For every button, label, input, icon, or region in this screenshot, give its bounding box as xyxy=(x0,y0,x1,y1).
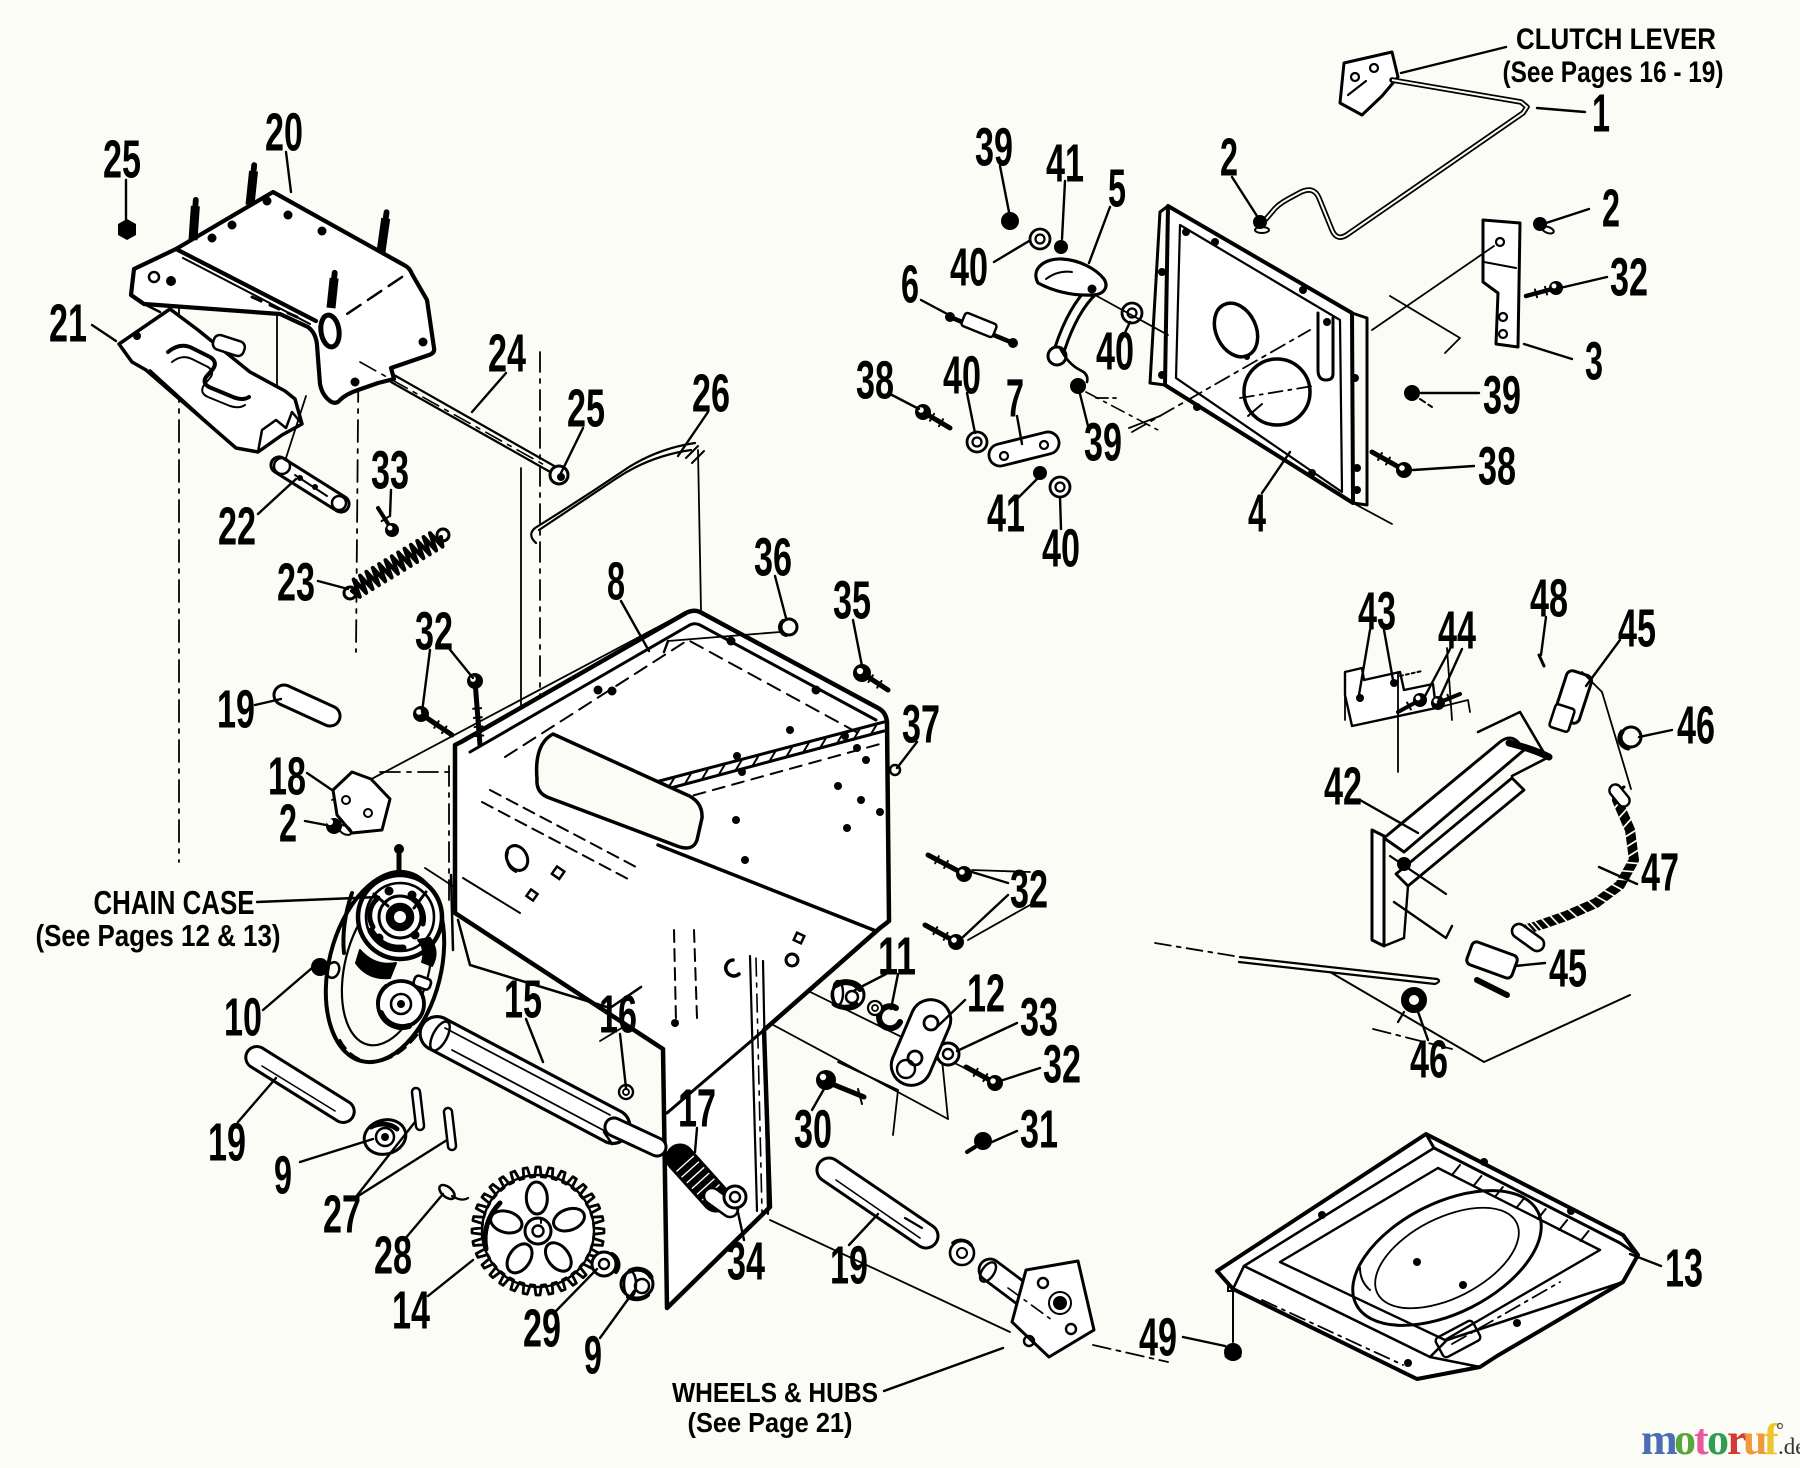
svg-text:6: 6 xyxy=(901,254,919,314)
svg-text:2: 2 xyxy=(279,793,297,853)
svg-text:18: 18 xyxy=(268,746,306,806)
svg-text:41: 41 xyxy=(987,483,1025,543)
svg-text:20: 20 xyxy=(265,102,303,162)
svg-text:17: 17 xyxy=(678,1078,716,1138)
svg-text:15: 15 xyxy=(504,969,542,1029)
svg-text:o: o xyxy=(1674,1415,1696,1464)
svg-text:32: 32 xyxy=(1610,247,1648,307)
svg-text:3: 3 xyxy=(1585,331,1603,391)
svg-text:23: 23 xyxy=(277,552,315,612)
svg-text:8: 8 xyxy=(607,551,625,611)
svg-text:25: 25 xyxy=(567,378,605,438)
svg-text:9: 9 xyxy=(274,1145,292,1205)
svg-text:40: 40 xyxy=(1096,321,1134,381)
svg-text:19: 19 xyxy=(830,1235,868,1295)
svg-text:34: 34 xyxy=(727,1231,765,1291)
svg-text:9: 9 xyxy=(584,1325,602,1385)
svg-text:32: 32 xyxy=(1010,859,1048,919)
svg-text:33: 33 xyxy=(1020,987,1058,1047)
svg-text:(See Pages 12 & 13): (See Pages 12 & 13) xyxy=(36,918,281,953)
svg-text:33: 33 xyxy=(371,440,409,500)
svg-text:m: m xyxy=(1641,1415,1678,1464)
svg-text:4: 4 xyxy=(1248,483,1266,543)
svg-text:21: 21 xyxy=(49,293,87,353)
svg-text:45: 45 xyxy=(1618,598,1656,658)
svg-text:14: 14 xyxy=(392,1280,430,1340)
svg-text:1: 1 xyxy=(1592,83,1610,143)
svg-text:41: 41 xyxy=(1046,133,1084,193)
svg-text:25: 25 xyxy=(103,129,141,189)
svg-text:43: 43 xyxy=(1358,581,1396,641)
svg-text:32: 32 xyxy=(1043,1034,1081,1094)
svg-text:22: 22 xyxy=(218,496,256,556)
svg-text:7: 7 xyxy=(1006,368,1024,428)
svg-text:40: 40 xyxy=(1042,518,1080,578)
svg-text:31: 31 xyxy=(1020,1099,1058,1159)
svg-text:CHAIN CASE: CHAIN CASE xyxy=(94,884,255,921)
svg-text:13: 13 xyxy=(1665,1238,1703,1298)
svg-text:48: 48 xyxy=(1530,568,1568,628)
svg-text:46: 46 xyxy=(1677,695,1715,755)
svg-text:44: 44 xyxy=(1438,600,1476,660)
svg-text:46: 46 xyxy=(1410,1029,1448,1089)
svg-text:35: 35 xyxy=(833,570,871,630)
svg-text:19: 19 xyxy=(208,1112,246,1172)
svg-text:30: 30 xyxy=(794,1099,832,1159)
svg-text:27: 27 xyxy=(323,1184,361,1244)
svg-text:47: 47 xyxy=(1641,842,1679,902)
svg-text:r: r xyxy=(1727,1415,1747,1464)
svg-text:39: 39 xyxy=(1483,365,1521,425)
svg-text:.de: .de xyxy=(1778,1434,1800,1459)
svg-text:38: 38 xyxy=(1478,436,1516,496)
svg-text:CLUTCH LEVER: CLUTCH LEVER xyxy=(1516,23,1716,56)
svg-text:WHEELS & HUBS: WHEELS & HUBS xyxy=(672,1377,878,1408)
svg-text:24: 24 xyxy=(488,323,526,383)
svg-text:39: 39 xyxy=(1084,412,1122,472)
svg-text:37: 37 xyxy=(902,694,940,754)
svg-text:11: 11 xyxy=(878,926,916,986)
svg-text:19: 19 xyxy=(217,679,255,739)
svg-text:5: 5 xyxy=(1108,158,1126,218)
svg-text:26: 26 xyxy=(692,363,730,423)
svg-text:u: u xyxy=(1743,1415,1767,1464)
svg-text:16: 16 xyxy=(599,984,637,1044)
svg-text:39: 39 xyxy=(975,117,1013,177)
svg-text:f: f xyxy=(1764,1415,1780,1464)
svg-text:40: 40 xyxy=(943,345,981,405)
svg-text:2: 2 xyxy=(1602,178,1620,238)
svg-text:10: 10 xyxy=(224,987,262,1047)
svg-text:28: 28 xyxy=(374,1225,412,1285)
svg-text:2: 2 xyxy=(1220,127,1238,187)
svg-text:12: 12 xyxy=(967,963,1005,1023)
svg-text:36: 36 xyxy=(754,527,792,587)
svg-text:42: 42 xyxy=(1324,756,1362,816)
svg-text:(See Pages 16 - 19): (See Pages 16 - 19) xyxy=(1503,56,1724,89)
svg-text:49: 49 xyxy=(1139,1307,1177,1367)
svg-text:(See Page 21): (See Page 21) xyxy=(688,1407,853,1438)
svg-text:o: o xyxy=(1707,1415,1729,1464)
svg-text:32: 32 xyxy=(415,601,453,661)
svg-text:29: 29 xyxy=(523,1298,561,1358)
svg-text:38: 38 xyxy=(856,350,894,410)
svg-text:45: 45 xyxy=(1549,938,1587,998)
svg-text:t: t xyxy=(1694,1415,1709,1464)
svg-text:40: 40 xyxy=(950,237,988,297)
